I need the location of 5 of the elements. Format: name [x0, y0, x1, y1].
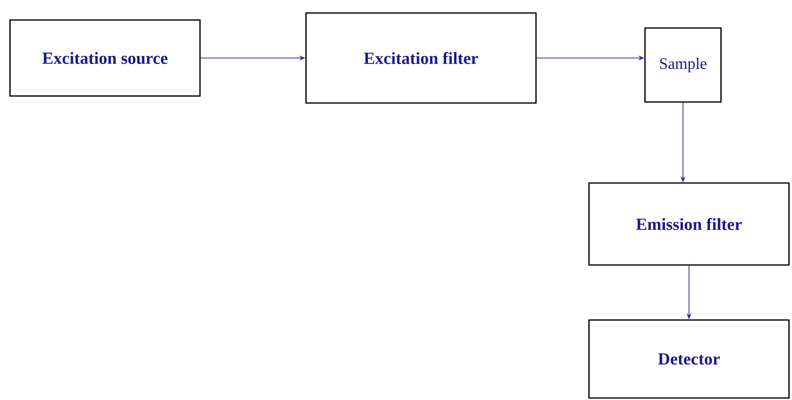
process-box: Emission filter [588, 182, 790, 266]
process-box: Detector [588, 319, 790, 399]
process-box: Excitation source [9, 19, 201, 97]
process-box: Sample [644, 27, 722, 103]
process-box: Excitation filter [305, 12, 537, 104]
